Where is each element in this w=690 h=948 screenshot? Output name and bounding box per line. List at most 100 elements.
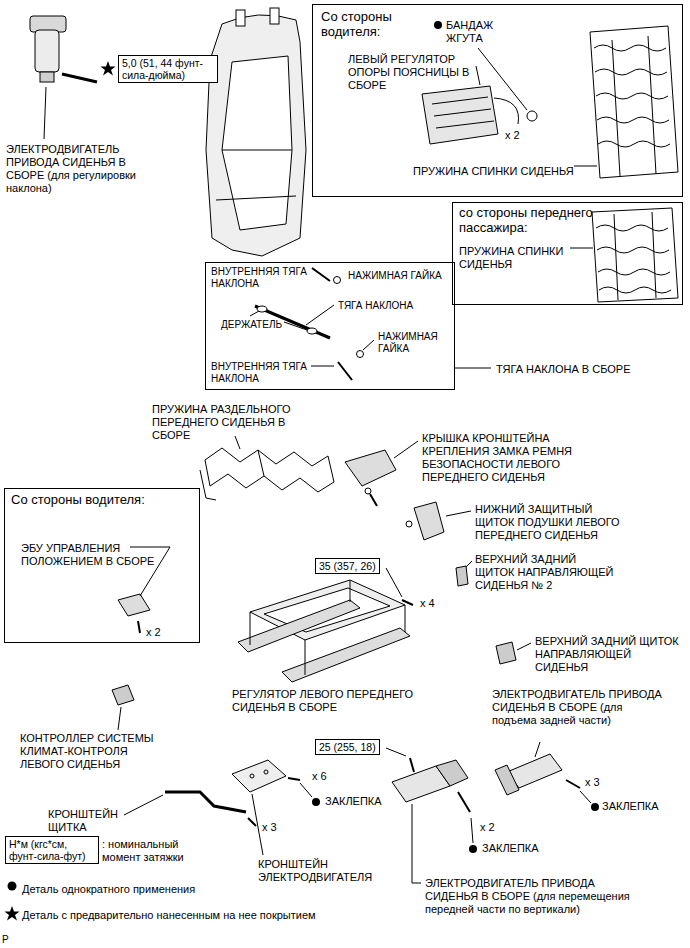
group-heading: Со стороны водителя:: [321, 9, 431, 39]
seatback-frame: [216, 196, 296, 200]
precoat-star: [101, 61, 116, 76]
seat-adjuster: [305, 640, 306, 675]
part-label: ЗАКЛЕПКА: [482, 842, 539, 855]
recline-rod: [250, 311, 259, 316]
lumbar-support: [432, 97, 494, 128]
part-label: ЭБУ УПРАВЛЕНИЯ ПОЛОЖЕНИЕМ В СБОРЕ: [21, 542, 171, 568]
cushion-shield: [414, 502, 444, 540]
ecu: [130, 547, 170, 596]
part-label: БАНДАЖ ЖГУТА: [446, 19, 516, 45]
legend-item: Деталь однократного применения: [22, 879, 195, 897]
recline-rod: [357, 351, 364, 358]
passenger-seatback-spring: [570, 248, 593, 249]
passenger-seatback-spring: [570, 208, 678, 302]
front-vertical-motor: [410, 758, 414, 772]
torque-value: 5,0 (51, 44 фунт-сила-дюйма): [122, 57, 214, 81]
front-vertical-motor: [412, 804, 421, 883]
seatback-frame: [222, 56, 292, 230]
torque-box: 35 (357, 26): [315, 558, 380, 574]
cushion-shield: [406, 502, 471, 540]
group-box: Со стороны водителя:БАНДАЖ ЖГУТАЛЕВЫЙ РЕ…: [312, 4, 683, 197]
group-box: со стороны переднего пассажира: ПРУЖИНА С…: [452, 202, 683, 305]
seat-adjuster: [350, 580, 351, 602]
front-vertical-motor: [469, 845, 477, 853]
group-box: Со стороны водителя: ЭБУ УПРАВЛЕНИЯ ПОЛОЖ…: [4, 488, 200, 643]
cushion-spring: [205, 448, 328, 466]
rear-lift-motor: [495, 742, 599, 811]
lumbar-support: [494, 98, 519, 124]
quantity-label: x 3: [262, 821, 277, 834]
guide-shield-2: [456, 561, 472, 586]
seatback-spring: [648, 36, 656, 174]
lumbar-support: [476, 66, 480, 85]
part-label: КРОНШТЕЙН ЩИТКА: [48, 808, 123, 834]
seatback-frame: [206, 15, 306, 256]
part-label: ТЯГА НАКЛОНА: [338, 300, 413, 312]
seatback-spring: [574, 26, 678, 178]
quantity-label: x 2: [480, 821, 495, 834]
recline-rod: [338, 362, 352, 380]
part-label: ЭЛЕКТРОДВИГАТЕЛЬ ПРИВОДА СИДЕНЬЯ В СБОРЕ…: [425, 877, 645, 916]
seat-adjuster: [282, 628, 410, 682]
passenger-seatback-spring: [596, 225, 671, 293]
line-art: [5, 8, 679, 921]
guide-shield-2: [466, 561, 472, 567]
part-label: ЭЛЕКТРОДВИГАТЕЛЬ ПРИВОДА СИДЕНЬЯ В СБОРЕ…: [492, 688, 662, 727]
part-label: НИЖНИЙ ЗАЩИТНЫЙ ЩИТОК ПОДУШКИ ЛЕВОГО ПЕР…: [475, 503, 625, 542]
legend-symbols: [8, 882, 17, 891]
cushion-shield: [406, 521, 412, 527]
recline-motor: [62, 74, 97, 82]
buckle-bracket-cover: [365, 488, 371, 494]
cushion-spring: [205, 460, 210, 486]
quantity-label: x 2: [146, 626, 161, 639]
part-label: КРЫШКА КРОНШТЕЙНА КРЕПЛЕНИЯ ЗАМКА РЕМНЯ …: [422, 432, 587, 484]
legend-text: Деталь с предварительно нанесенным на не…: [22, 909, 316, 921]
part-label: ЗАКЛЕПКА: [602, 800, 659, 813]
buckle-bracket-cover: [394, 441, 418, 458]
cushion-spring: [200, 470, 216, 500]
part-label: НАЖИМНАЯ ГАЙКА: [378, 331, 440, 355]
shield-bracket: [124, 795, 163, 815]
part-label: НАЖИМНАЯ ГАЙКА: [348, 270, 442, 282]
motor-bracket: [250, 774, 254, 778]
climate-controller: [118, 707, 121, 730]
climate-controller: [112, 685, 134, 705]
legend-item: Деталь с предварительно нанесенным на не…: [22, 905, 316, 923]
part-label: ЭЛЕКТРОДВИГАТЕЛЬ ПРИВОДА СИДЕНЬЯ В СБОРЕ…: [6, 143, 156, 195]
part-label: КРОНШТЕЙН ЭЛЕКТРОДВИГАТЕЛЯ: [258, 858, 388, 884]
seat-adjuster: [386, 568, 402, 597]
recline-motor: [44, 87, 46, 139]
torque-box: 25 (255, 18): [315, 739, 380, 755]
group-heading: Со стороны водителя:: [11, 492, 191, 507]
legend-symbols: [5, 906, 20, 921]
quantity-label: x 4: [420, 597, 435, 610]
motor-bracket: [232, 760, 320, 855]
cushion-spring: [210, 474, 334, 492]
recline-rod: [307, 328, 317, 334]
recline-rod: [284, 322, 307, 330]
seat-adjuster: [402, 600, 413, 605]
part-label: ВЕРХНИЙ ЗАДНИЙ ЩИТОК НАПРАВЛЯЮЩЕЙ СИДЕНЬ…: [535, 635, 683, 674]
quantity-label: x 3: [585, 776, 600, 789]
guide-shield: [496, 642, 516, 664]
recline-motor: [40, 72, 54, 82]
lumbar-support: [527, 111, 537, 121]
rear-lift-motor: [591, 803, 599, 811]
recline-rod: [455, 368, 491, 369]
motor-bracket: [264, 770, 268, 774]
shield-bracket: [248, 818, 256, 826]
group-heading: со стороны переднего пассажира:: [459, 205, 659, 235]
motor-bracket: [232, 760, 286, 792]
quantity-label: x 6: [312, 770, 327, 783]
seat-adjuster: [405, 605, 406, 632]
part-label: КОНТРОЛЛЕР СИСТЕМЫ КЛИМАТ-КОНТРОЛЯ ЛЕВОГ…: [20, 732, 160, 771]
recline-motor: [35, 30, 59, 72]
rear-lift-motor: [566, 780, 580, 788]
part-label: ПРУЖИНА СПИНКИ СИДЕНЬЯ: [459, 245, 569, 271]
seat-adjuster: [238, 568, 413, 682]
buckle-bracket-cover: [345, 441, 418, 506]
front-vertical-motor: [458, 792, 470, 812]
legend-text: Деталь однократного применения: [22, 883, 195, 895]
cushion-spring: [328, 456, 334, 482]
